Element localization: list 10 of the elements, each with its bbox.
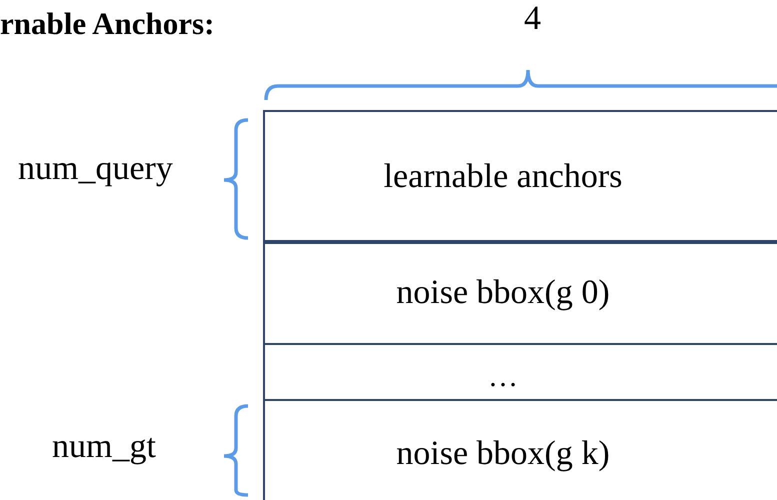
bracket-label: num_query [18, 150, 173, 188]
bracket-label: num_gt [52, 428, 156, 466]
dimension-label: 4 [524, 0, 541, 38]
row-text: noise bbox(g 0) [396, 274, 610, 312]
title: rnable Anchors: [0, 6, 214, 42]
row-text: learnable anchors [384, 158, 622, 196]
table-row [263, 240, 777, 345]
row-text: … [488, 360, 518, 394]
row-text: noise bbox(g k) [396, 435, 610, 473]
table-row [263, 110, 777, 244]
